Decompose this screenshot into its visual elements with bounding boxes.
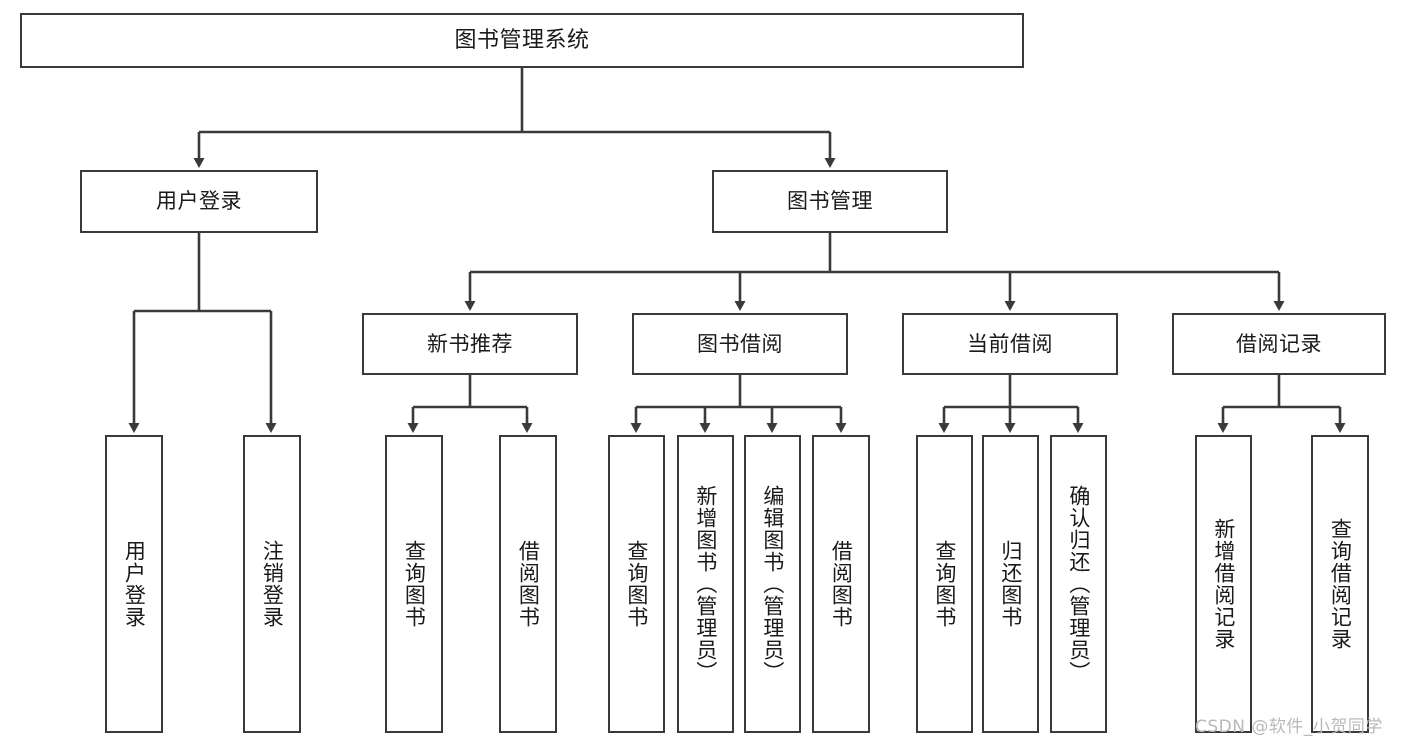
node-borrow-record[interactable]: 借阅记录 — [1172, 313, 1386, 375]
leaf-user-logout[interactable]: 注销登录 — [243, 435, 301, 733]
leaf-borrow-book-new[interactable]: 借阅图书 — [499, 435, 557, 733]
leaf-query-book[interactable]: 查询图书 — [608, 435, 665, 733]
node-label: 借阅图书 — [829, 540, 854, 628]
node-new-book-recommend[interactable]: 新书推荐 — [362, 313, 578, 375]
leaf-query-book-current[interactable]: 查询图书 — [916, 435, 973, 733]
node-label: 用户登录 — [122, 540, 147, 628]
node-label: 查询图书 — [624, 540, 649, 628]
leaf-add-borrow-record[interactable]: 新增借阅记录 — [1195, 435, 1252, 733]
node-label: 图书借阅 — [697, 331, 783, 356]
leaf-query-borrow-record[interactable]: 查询借阅记录 — [1311, 435, 1369, 733]
node-label: 用户登录 — [156, 189, 242, 214]
node-label: 确认归还（管理员） — [1066, 485, 1091, 683]
node-label: 图书管理系统 — [454, 27, 590, 53]
node-label: 借阅记录 — [1236, 331, 1322, 356]
node-root-system[interactable]: 图书管理系统 — [20, 13, 1024, 68]
node-label: 注销登录 — [260, 540, 285, 628]
node-label: 查询图书 — [932, 540, 957, 628]
node-label: 查询借阅记录 — [1328, 518, 1353, 650]
node-label: 新增图书（管理员） — [693, 485, 718, 683]
node-book-management[interactable]: 图书管理 — [712, 170, 948, 233]
leaf-edit-book-admin[interactable]: 编辑图书（管理员） — [744, 435, 801, 733]
leaf-confirm-return-admin[interactable]: 确认归还（管理员） — [1050, 435, 1107, 733]
leaf-borrow-book[interactable]: 借阅图书 — [812, 435, 870, 733]
node-label: 编辑图书（管理员） — [760, 485, 785, 683]
node-current-borrow[interactable]: 当前借阅 — [902, 313, 1118, 375]
node-label: 当前借阅 — [967, 331, 1053, 356]
node-label: 新书推荐 — [427, 331, 513, 356]
node-label: 归还图书 — [998, 540, 1023, 628]
leaf-user-login[interactable]: 用户登录 — [105, 435, 163, 733]
node-label: 图书管理 — [787, 189, 873, 214]
leaf-return-book[interactable]: 归还图书 — [982, 435, 1039, 733]
leaf-add-book-admin[interactable]: 新增图书（管理员） — [677, 435, 734, 733]
node-user-login[interactable]: 用户登录 — [80, 170, 318, 233]
leaf-query-book-new[interactable]: 查询图书 — [385, 435, 443, 733]
node-label: 查询图书 — [402, 540, 427, 628]
node-label: 借阅图书 — [516, 540, 541, 628]
node-book-borrow[interactable]: 图书借阅 — [632, 313, 848, 375]
node-label: 新增借阅记录 — [1211, 518, 1236, 650]
watermark: CSDN @软件_小贺同学 — [1195, 717, 1383, 737]
